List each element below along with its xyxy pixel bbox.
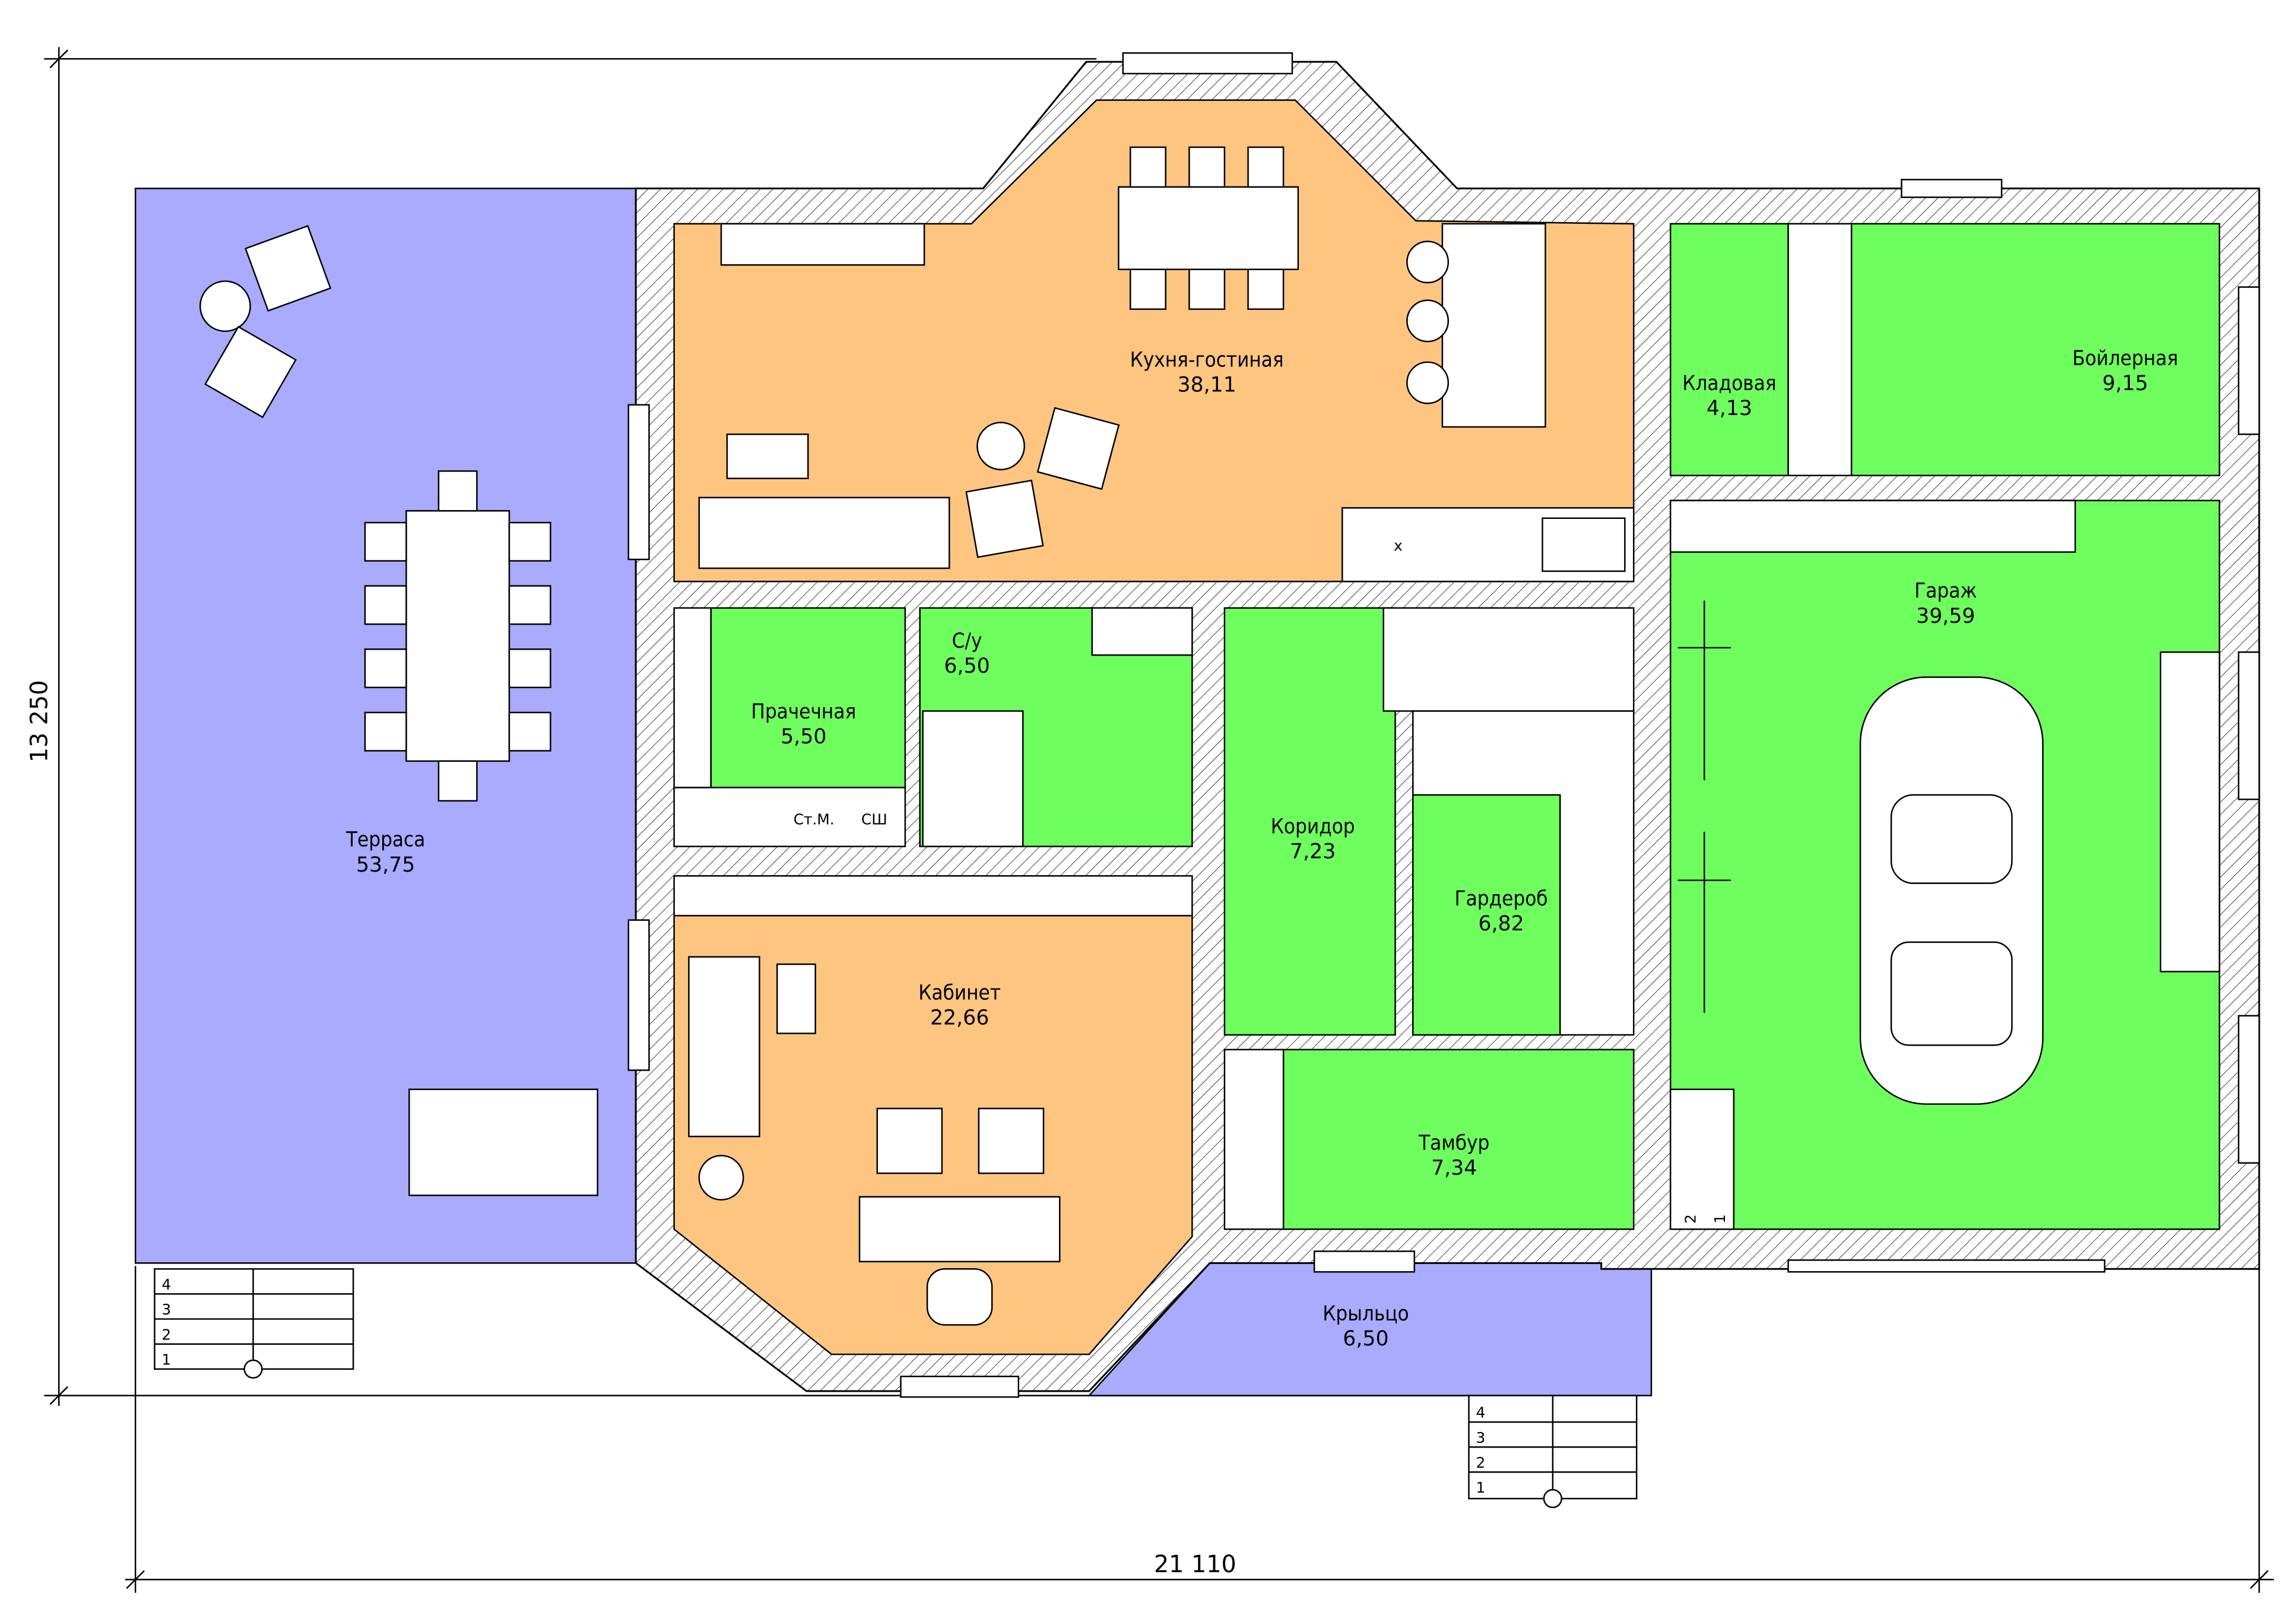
bathroom-area: 6,50 (944, 654, 990, 678)
windows (627, 52, 2260, 1398)
laundry-name: Прачечная (751, 700, 856, 724)
study-name: Кабинет (918, 981, 1001, 1005)
terrace-area: 53,75 (356, 853, 415, 877)
garage-step-1: 1 (1711, 1214, 1729, 1224)
garage-name: Гараж (1914, 579, 1977, 603)
study-furniture (688, 956, 1061, 1326)
porch-step-1: 1 (1476, 1479, 1485, 1496)
porch-name: Крыльцо (1323, 1302, 1409, 1326)
built-in-cabinets (673, 223, 2221, 1230)
dryer-label: СШ (861, 810, 887, 828)
shower-cabin (922, 710, 1024, 847)
vestibule-floor (1282, 1049, 1635, 1230)
garage-step-2: 2 (1682, 1214, 1699, 1224)
washer-label: Ст.М. (794, 810, 835, 828)
kitchen-dining-set (698, 146, 1450, 569)
boiler-floor (1850, 223, 2221, 477)
study-area: 22,66 (930, 1006, 989, 1030)
kitchen-area: 38,11 (1177, 373, 1236, 397)
corridor-floor (1223, 607, 1396, 1036)
kitchen-name: Кухня-гостиная (1130, 348, 1284, 372)
pantry-shelves (1787, 223, 1853, 477)
terrace-dining-set (199, 224, 598, 1196)
dimension-width: 21 110 (1154, 1551, 1236, 1578)
terrace-step-1: 1 (161, 1351, 171, 1368)
corridor-name: Коридор (1271, 815, 1355, 838)
porch-step-3: 3 (1476, 1429, 1485, 1446)
bicycles (1677, 600, 1731, 1013)
corridor-area: 7,23 (1290, 840, 1336, 863)
vestibule-area: 7,34 (1431, 1157, 1477, 1180)
vestibule-name: Тамбур (1418, 1131, 1489, 1155)
garage-area: 39,59 (1916, 604, 1975, 628)
bathroom-name: С/у (952, 629, 982, 653)
boiler-name: Бойлерная (2072, 347, 2178, 370)
porch-stairs (1468, 1395, 1638, 1509)
terrace-stairs (154, 1268, 354, 1379)
pantry-name: Кладовая (1682, 372, 1776, 395)
garage-car (1859, 676, 2044, 1105)
porch-step-2: 2 (1476, 1454, 1485, 1471)
dimension-height: 13 250 (26, 680, 53, 763)
terrace-name: Терраса (345, 828, 425, 852)
laundry-floor (710, 607, 906, 788)
kitchen-living-floor (673, 99, 1635, 582)
wardrobe-floor (1412, 794, 1561, 1036)
stove-mark: х (1394, 537, 1403, 554)
vestibule-closet (1223, 1049, 1285, 1230)
laundry-area: 5,50 (781, 725, 826, 749)
pantry-area: 4,13 (1707, 397, 1752, 420)
terrace-step-2: 2 (161, 1326, 171, 1343)
room-labels: Терраса 53,75 Кухня-гостиная 38,11 Кладо… (345, 347, 2178, 1351)
porch-area: 6,50 (1343, 1327, 1388, 1351)
boiler-area: 9,15 (2102, 372, 2148, 395)
wardrobe-name: Гардероб (1455, 887, 1548, 911)
dimension-lines (44, 47, 2274, 1593)
terrace-step-4: 4 (161, 1276, 171, 1293)
pantry-floor (1669, 223, 1789, 477)
staircase (1382, 607, 1635, 712)
porch-step-4: 4 (1476, 1404, 1485, 1421)
wardrobe-area: 6,82 (1478, 912, 1524, 936)
terrace-step-3: 3 (161, 1301, 171, 1318)
